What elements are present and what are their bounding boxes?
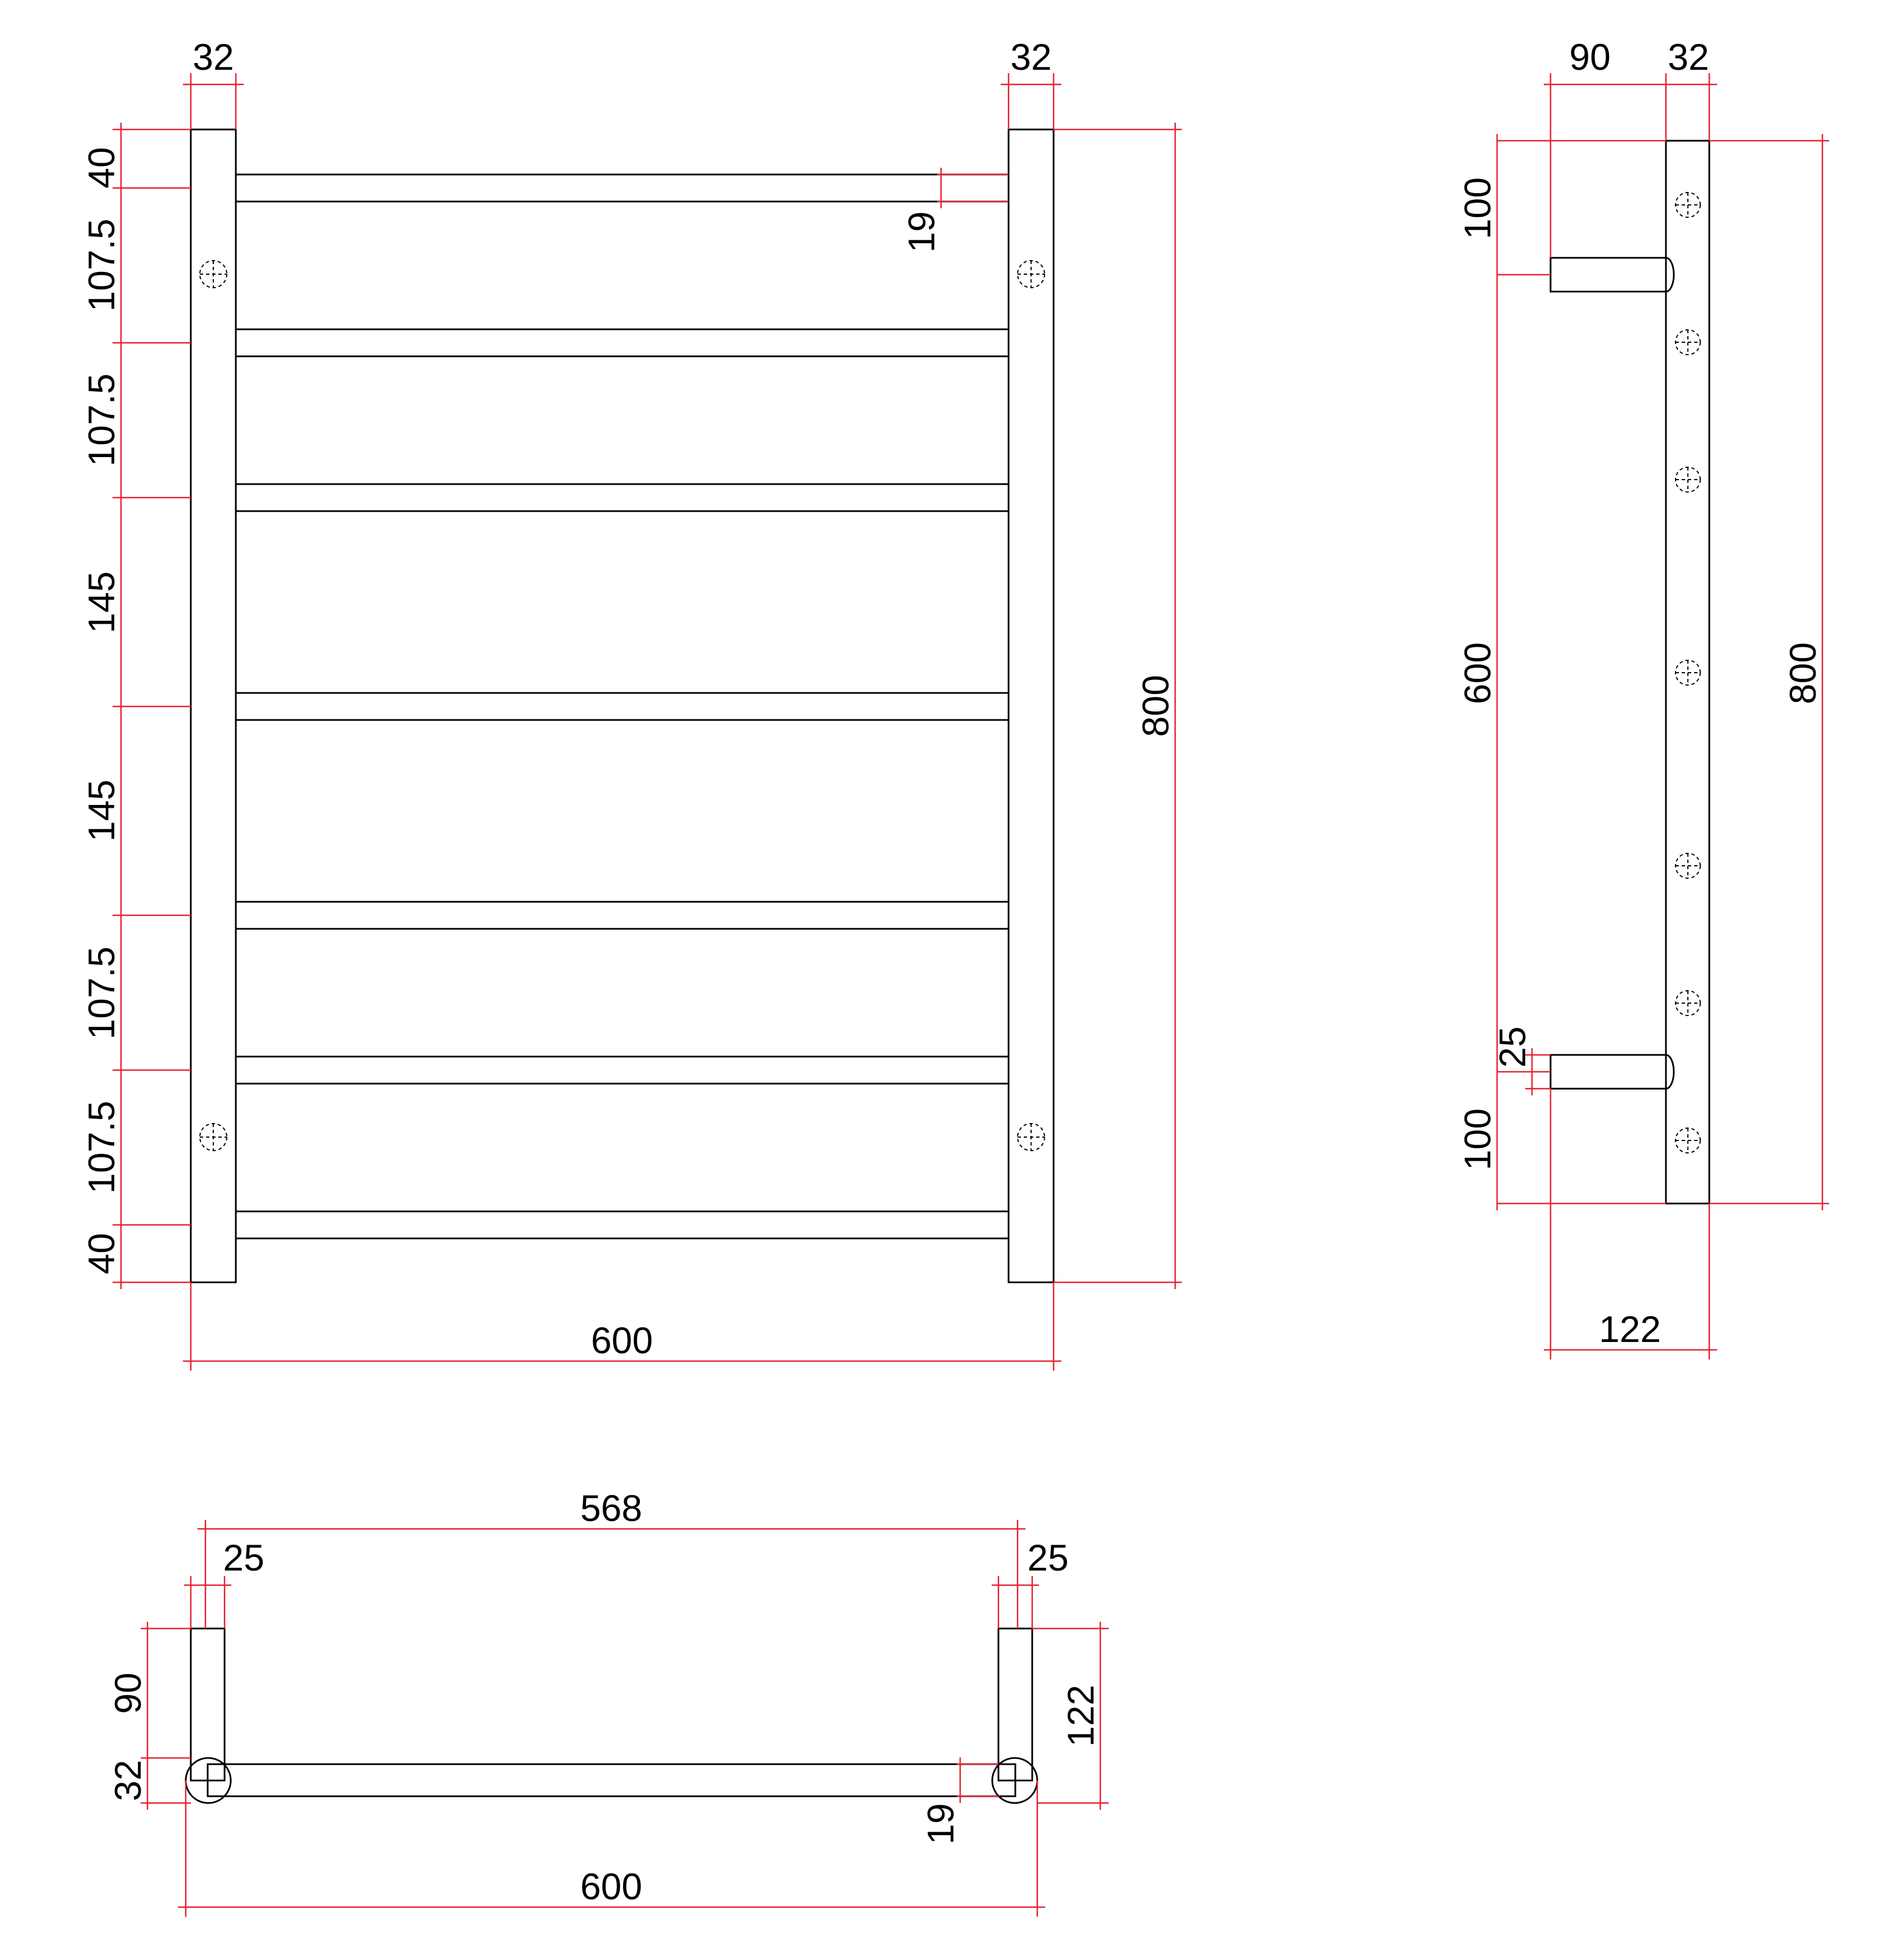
front-total-width-label: 600 bbox=[591, 1319, 653, 1361]
front-spacing-5-label: 107.5 bbox=[80, 946, 122, 1039]
front-spacing-6-label: 107.5 bbox=[80, 1100, 122, 1193]
side-mount-hole-4 bbox=[1675, 660, 1701, 686]
plan-left-post-label: 25 bbox=[223, 1537, 264, 1578]
plan-dim-left-post: 25 bbox=[184, 1537, 265, 1629]
side-bottom-bracket bbox=[1549, 1054, 1675, 1090]
front-bar-4 bbox=[235, 692, 1010, 721]
front-mount-hole-bl bbox=[199, 1123, 227, 1151]
side-mount-hole-5 bbox=[1675, 853, 1701, 879]
side-dim-total-depth: 122 bbox=[1544, 1089, 1717, 1359]
front-bar-thickness-label: 19 bbox=[901, 211, 942, 252]
plan-dim-total-width: 600 bbox=[178, 1780, 1045, 1917]
front-total-height-label: 800 bbox=[1135, 675, 1176, 737]
side-dim-bracket-depth: 90 32 bbox=[1544, 36, 1717, 258]
front-bottom-margin-label: 40 bbox=[80, 1233, 122, 1274]
plan-total-width-label: 600 bbox=[580, 1865, 642, 1907]
front-dim-bar-thickness: 19 bbox=[901, 168, 1009, 253]
front-mount-hole-tr bbox=[1017, 260, 1045, 288]
front-mount-hole-tl bbox=[199, 260, 227, 288]
front-dim-left-chain: 40 107.5 107.5 145 145 107.5 107.5 40 bbox=[80, 123, 191, 1289]
side-bracket-height-label: 25 bbox=[1491, 1026, 1533, 1067]
side-mount-hole-3 bbox=[1675, 467, 1701, 493]
side-dim-left-chain: 100 600 100 bbox=[1457, 134, 1666, 1210]
front-bar-2 bbox=[235, 328, 1010, 357]
front-spacing-1-label: 107.5 bbox=[80, 218, 122, 311]
plan-bar-thickness-label: 19 bbox=[920, 1803, 961, 1844]
plan-dim-total-depth: 122 bbox=[1032, 1622, 1109, 1810]
plan-view: 568 25 25 90 32 19 bbox=[107, 1487, 1109, 1917]
side-view: 90 32 100 600 100 25 800 bbox=[1457, 36, 1829, 1359]
plan-bar bbox=[207, 1763, 1016, 1797]
plan-post-depth-label: 32 bbox=[107, 1760, 149, 1801]
front-spacing-4-label: 145 bbox=[80, 780, 122, 842]
front-left-post bbox=[190, 128, 237, 1283]
side-mount-hole-1 bbox=[1675, 192, 1701, 218]
front-dim-total-width: 600 bbox=[183, 1282, 1061, 1371]
plan-inner-width-label: 568 bbox=[580, 1487, 642, 1529]
plan-dim-left-chain: 90 32 bbox=[107, 1622, 191, 1810]
side-total-height-label: 800 bbox=[1782, 642, 1824, 704]
front-right-post bbox=[1007, 128, 1055, 1283]
side-mount-hole-7 bbox=[1675, 1128, 1701, 1153]
plan-bracket-depth-label: 90 bbox=[107, 1672, 149, 1714]
front-dim-post-width-right: 32 bbox=[1001, 36, 1061, 129]
plan-dim-right-post: 25 bbox=[992, 1537, 1069, 1629]
plan-right-post-label: 25 bbox=[1027, 1537, 1068, 1578]
side-top-bracket bbox=[1549, 257, 1675, 293]
side-post bbox=[1665, 140, 1710, 1205]
front-dim-post-width-left: 32 bbox=[183, 36, 244, 129]
front-post-width-left-label: 32 bbox=[192, 36, 234, 78]
front-post-width-right-label: 32 bbox=[1010, 36, 1051, 78]
side-total-depth-label: 122 bbox=[1599, 1308, 1661, 1350]
front-spacing-3-label: 145 bbox=[80, 571, 122, 633]
side-bracket-depth-label: 90 bbox=[1569, 36, 1610, 78]
front-mount-hole-br bbox=[1017, 1123, 1045, 1151]
front-view: 32 32 40 107.5 107.5 145 145 107.5 bbox=[80, 36, 1182, 1371]
front-bar-1 bbox=[235, 173, 1010, 203]
side-dim-bracket-height: 25 bbox=[1491, 1026, 1551, 1095]
plan-dim-bar-thickness: 19 bbox=[920, 1757, 998, 1845]
plan-total-depth-label: 122 bbox=[1060, 1685, 1101, 1747]
front-bar-3 bbox=[235, 483, 1010, 512]
front-dim-total-height: 800 bbox=[1054, 123, 1182, 1289]
side-mount-hole-6 bbox=[1675, 990, 1701, 1016]
plan-dim-inner-width: 568 bbox=[198, 1487, 1025, 1629]
front-bar-7 bbox=[235, 1210, 1010, 1240]
front-bar-6 bbox=[235, 1055, 1010, 1085]
side-bracket-spacing-label: 600 bbox=[1457, 642, 1498, 704]
front-top-margin-label: 40 bbox=[80, 147, 122, 188]
side-mount-hole-2 bbox=[1675, 329, 1701, 355]
front-bar-5 bbox=[235, 901, 1010, 930]
side-post-width-label: 32 bbox=[1668, 36, 1709, 78]
front-spacing-2-label: 107.5 bbox=[80, 373, 122, 466]
side-dim-total-height: 800 bbox=[1709, 134, 1829, 1210]
side-top-offset-label: 100 bbox=[1457, 177, 1498, 239]
side-bottom-offset-label: 100 bbox=[1457, 1108, 1498, 1170]
